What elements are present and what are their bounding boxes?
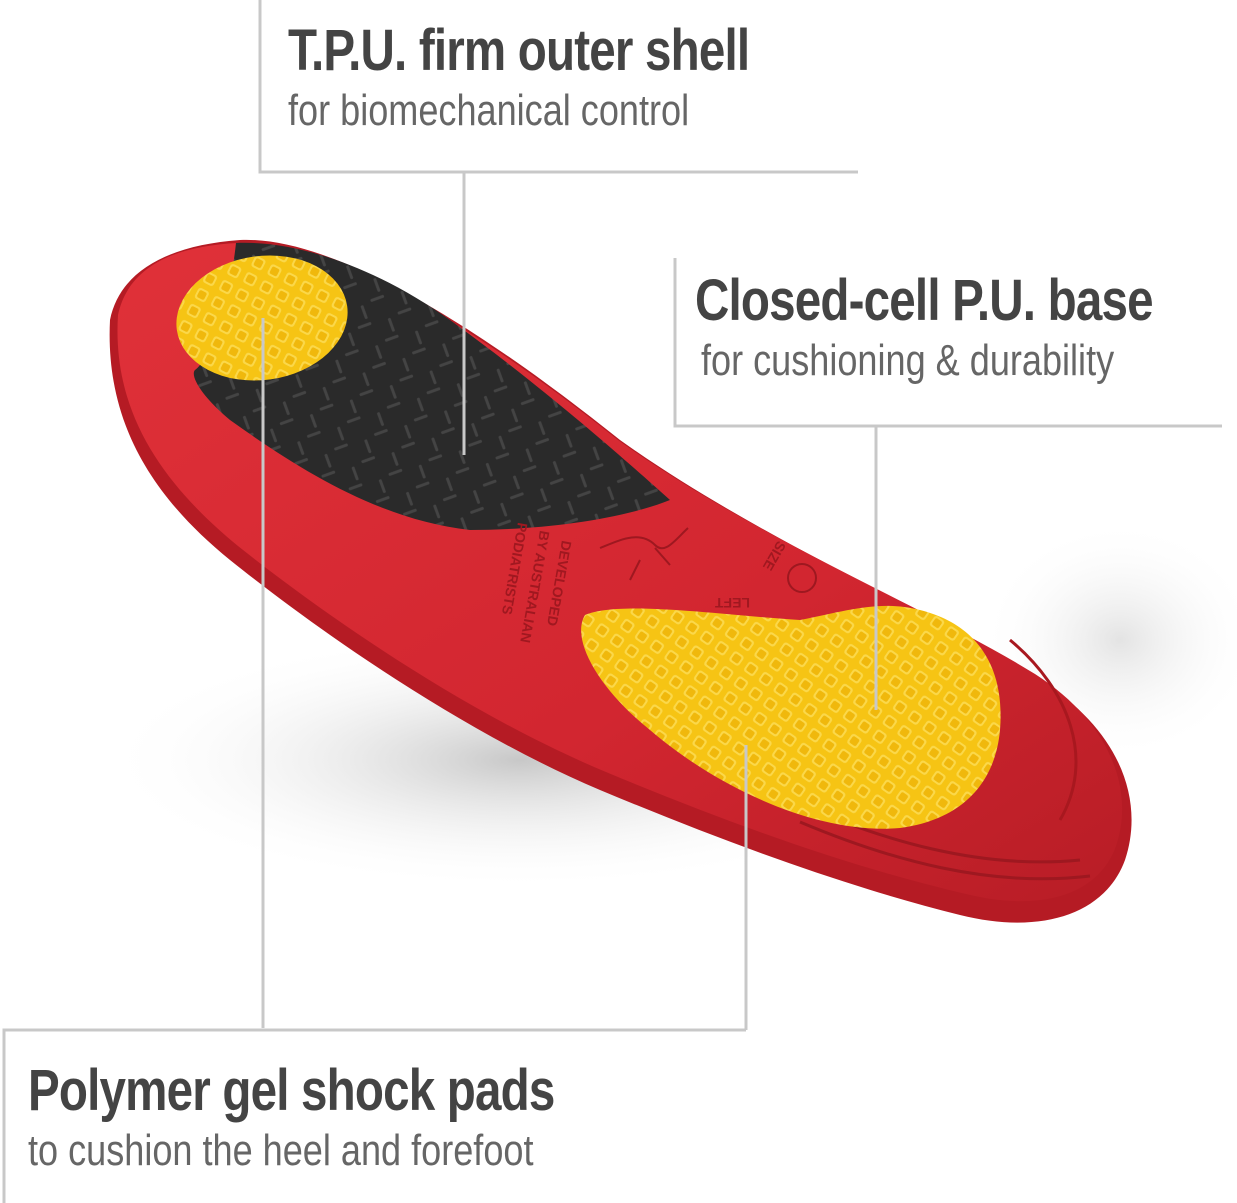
pu-callout-line (673, 258, 1222, 428)
tpu-callout: T.P.U. firm outer shell for biomechanica… (288, 18, 851, 138)
tpu-title: T.P.U. firm outer shell (288, 18, 750, 83)
insole-rim-line (799, 820, 1091, 881)
gel-callout-line (2, 1028, 746, 1203)
tpu-subtitle: for biomechanical control (288, 86, 690, 135)
pu-subtitle: for cushioning & durability (701, 336, 1115, 385)
insole-rim-line (1009, 638, 1078, 821)
tpu-callout-line (258, 0, 858, 174)
forefoot-gel-pad (581, 605, 1001, 829)
pu-title: Closed-cell P.U. base (695, 268, 1154, 333)
emboss-left: LEFT (715, 595, 750, 611)
gel-subtitle: to cushion the heel and forefoot (28, 1126, 534, 1175)
pu-callout: Closed-cell P.U. base for cushioning & d… (695, 268, 1237, 388)
kangaroo-logo-icon (599, 527, 689, 581)
gel-title: Polymer gel shock pads (28, 1058, 555, 1123)
size-badge-icon (787, 563, 817, 593)
gel-callout: Polymer gel shock pads to cushion the he… (28, 1058, 670, 1178)
